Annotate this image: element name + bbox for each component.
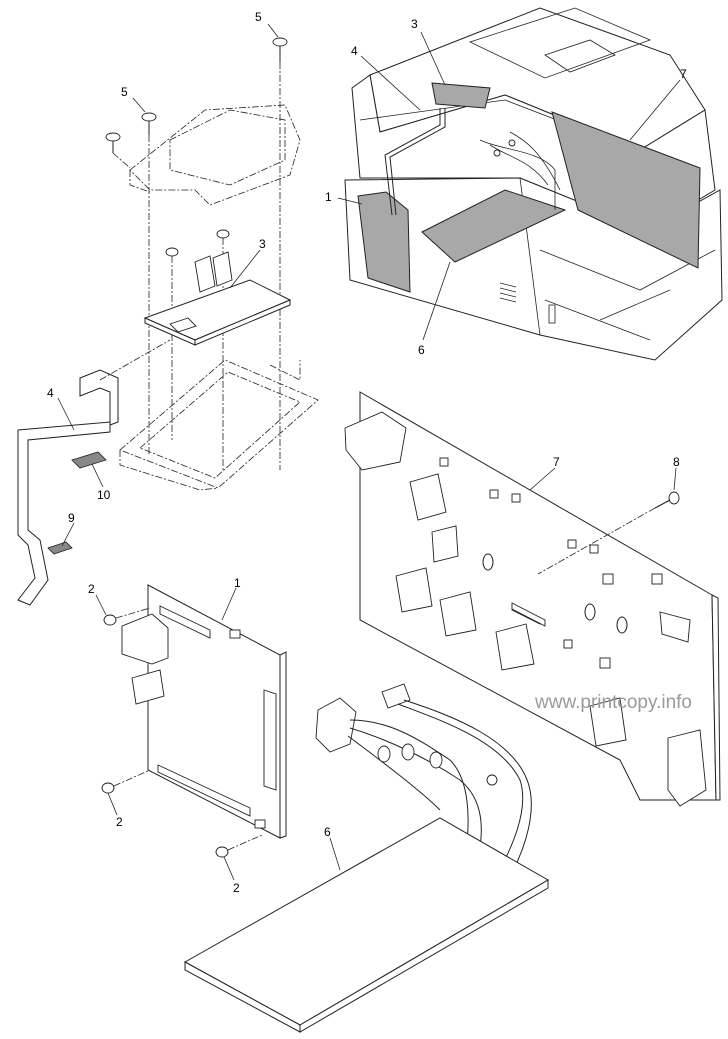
- callout-2-c: 2: [233, 881, 240, 895]
- callout-5-left: 5: [121, 85, 128, 99]
- callout-2-a: 2: [88, 582, 95, 596]
- screws-top: [105, 37, 288, 470]
- screws-main-board: [101, 607, 263, 858]
- panel-board-shaded: [431, 82, 491, 109]
- callout-3-mid: 3: [259, 237, 266, 251]
- callout-3-top: 3: [411, 17, 418, 31]
- callout-leaders: [57, 23, 681, 881]
- callout-labels: 5 5 3 4 10 9 2 1 2 2 6 7 8 1 3 4 7 6: [47, 10, 687, 895]
- cushion-10: [71, 451, 107, 469]
- vent-slits: [499, 282, 517, 303]
- cushion-9: [47, 541, 73, 555]
- power-harness: [315, 683, 532, 876]
- hv-board-shaded: [551, 111, 701, 269]
- main-pcb: [121, 584, 287, 839]
- callout-4-left: 4: [47, 386, 54, 400]
- callout-1-bottom: 1: [234, 576, 241, 590]
- callout-7-top: 7: [680, 67, 687, 81]
- watermark-text: www.printcopy.info: [535, 692, 692, 713]
- callout-2-b: 2: [116, 815, 123, 829]
- psu-board-shaded: [421, 189, 567, 263]
- callout-10: 10: [97, 488, 111, 502]
- screw-8: [537, 491, 680, 575]
- panel-tray: [119, 359, 319, 491]
- callout-1-top: 1: [325, 190, 332, 204]
- panel-pcb: [143, 251, 292, 346]
- psu-pcb: [183, 817, 549, 1033]
- callout-4-top: 4: [351, 44, 358, 58]
- callout-6-bottom: 6: [324, 825, 331, 839]
- callout-9: 9: [68, 511, 75, 525]
- callout-5-top: 5: [255, 10, 262, 24]
- panel-cover: [129, 104, 301, 206]
- callout-6-top: 6: [418, 343, 425, 357]
- printer-overview: [344, 7, 723, 361]
- hv-pcb: [344, 391, 721, 807]
- callout-8: 8: [673, 455, 680, 469]
- flat-cable: [17, 339, 171, 606]
- main-board-shaded: [357, 191, 411, 293]
- callout-7-mid: 7: [553, 455, 560, 469]
